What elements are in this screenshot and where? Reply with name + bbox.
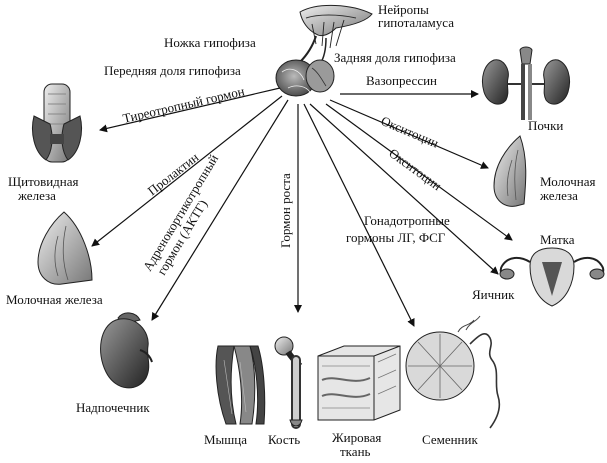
adrenal-illustration [100, 312, 153, 389]
muscle-illustration [215, 345, 266, 425]
label-oxytocin-2: Окситоцин [386, 145, 444, 193]
label-posterior-pituitary: Задняя доля гипофиза [334, 50, 456, 65]
label-hypothalamus-neurons-2: гипоталамуса [378, 15, 454, 30]
arrow-prolactin [91, 95, 283, 247]
label-breast-right-1: Молочная [540, 174, 595, 189]
label-oxytocin-1: Окситоцин [379, 113, 441, 151]
breast-right-illustration [493, 135, 527, 207]
label-uterus: Матка [540, 232, 575, 247]
fat-tissue-illustration [317, 345, 401, 421]
arrow-tsh [99, 87, 281, 133]
label-hypothalamus-neurons-1: Нейропы [378, 2, 429, 17]
label-kidneys: Почки [528, 118, 563, 133]
label-testis: Семенник [422, 432, 478, 447]
label-breast-left: Молочная железа [6, 292, 103, 307]
label-bone: Кость [268, 432, 300, 447]
label-adrenal: Надпочечник [76, 400, 150, 415]
label-gonadotropins-2: гормоны ЛГ, ФСГ [346, 230, 446, 245]
label-tsh: Тиреотропный гормон [121, 83, 246, 126]
uterus-illustration [499, 247, 605, 307]
testis-illustration [405, 315, 501, 429]
arrow-gonadotropins-testis [303, 103, 415, 327]
label-vasopressin: Вазопрессин [366, 73, 437, 88]
arrow-oxytocin-uterus [325, 103, 513, 241]
kidneys-illustration [481, 46, 571, 120]
bone-illustration [274, 336, 303, 429]
arrow-oxytocin-breast [329, 99, 489, 169]
label-muscle: Мышца [204, 432, 247, 447]
pituitary-illustration [275, 4, 373, 97]
label-gonadotropins-1: Гонадотропные [364, 213, 450, 228]
label-thyroid-1: Щитовидная [8, 174, 79, 189]
label-fat-1: Жировая [332, 430, 381, 445]
label-anterior-pituitary: Передняя доля гипофиза [104, 63, 241, 78]
thyroid-illustration [32, 83, 82, 163]
label-ovary: Яичник [472, 287, 515, 302]
label-growth-hormone: Гормон роста [278, 173, 293, 248]
label-breast-right-2: железа [539, 188, 578, 203]
breast-left-illustration [37, 211, 93, 285]
label-pituitary-stalk: Ножка гипофиза [164, 35, 256, 50]
label-fat-2: ткань [340, 444, 371, 459]
arrow-acth [151, 99, 289, 321]
arrow-gonadotropins-ovary [309, 103, 499, 275]
label-thyroid-2: железа [17, 188, 56, 203]
